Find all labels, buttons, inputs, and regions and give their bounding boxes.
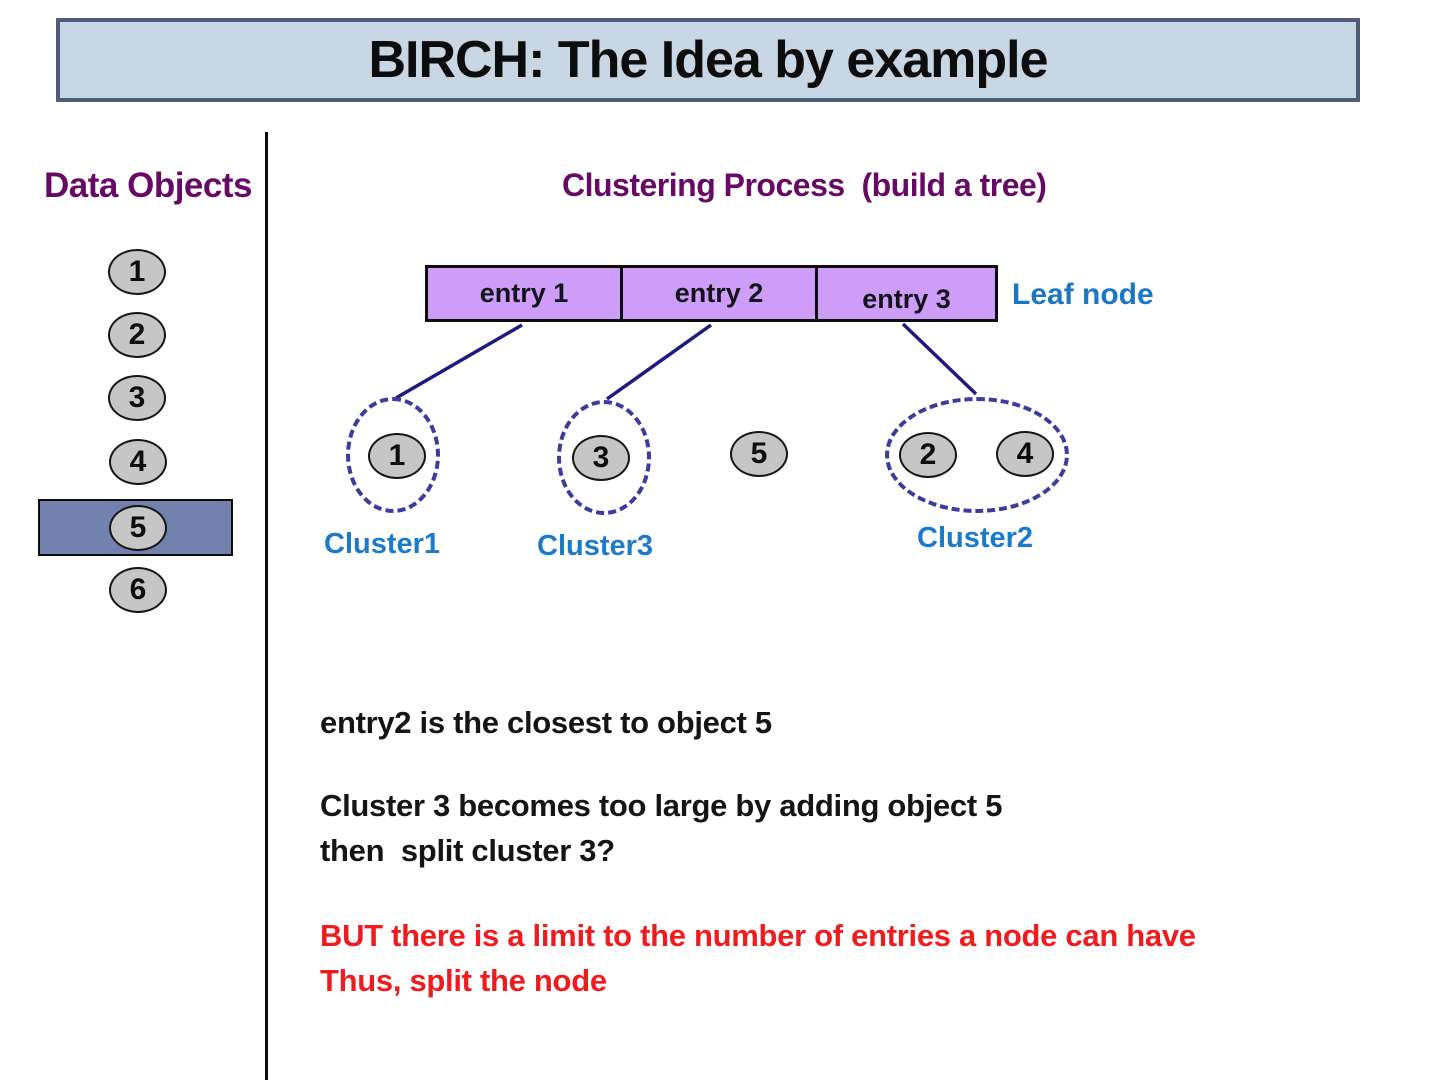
note-node-limit-warning: BUT there is a limit to the number of en… [320,913,1196,1003]
leaf-entry-1-label: entry 1 [479,278,569,308]
cluster2-label: Cluster2 [917,522,1034,554]
leaf-node-label: Leaf node [1012,278,1154,311]
title-box: BIRCH: The Idea by example [56,18,1360,102]
unclustered-object-5-label: 5 [750,437,768,470]
data-object-4: 4 [109,439,167,485]
data-object-3: 3 [108,375,166,421]
warning-line2: Thus, split the node [320,963,607,998]
data-object-1-label: 1 [128,255,146,288]
cluster2-object-4-label: 4 [1016,437,1034,470]
cluster1-ellipse [346,397,440,513]
note-cluster3-too-large: Cluster 3 becomes too large by adding ob… [320,783,1002,873]
clustering-process-heading: Clustering Process (build a tree) [562,167,1047,203]
data-object-1: 1 [108,249,166,295]
cluster1-object-1-label: 1 [388,439,406,472]
note-cluster3-line1: Cluster 3 becomes too large by adding ob… [320,788,1003,823]
data-object-2: 2 [108,312,166,358]
data-object-5-label: 5 [129,511,147,544]
note-entry2-closest: entry2 is the closest to object 5 [320,705,772,740]
cluster2-ellipse [885,397,1069,513]
data-object-4-label: 4 [129,445,147,478]
leaf-entry-2-label: entry 2 [674,278,764,308]
connector-entry3-cluster2 [901,322,978,396]
cluster2-object-2-label: 2 [919,438,937,471]
leaf-entry-3-label: entry 3 [862,284,951,314]
note-cluster3-line2: then split cluster 3? [320,833,615,868]
cluster2-object-2: 2 [899,432,957,478]
unclustered-object-5: 5 [730,431,788,477]
data-object-6: 6 [109,567,167,613]
cluster3-ellipse [557,400,651,515]
vertical-divider [265,132,268,1080]
slide-title: BIRCH: The Idea by example [368,31,1048,89]
cluster3-label: Cluster3 [537,530,654,562]
cluster3-object-3-label: 3 [592,441,610,474]
leaf-entry-3: entry 3 [815,268,995,319]
data-object-2-label: 2 [128,318,146,351]
data-objects-heading: Data Objects [44,166,252,205]
data-object-3-label: 3 [128,381,146,414]
connector-entry2-cluster3 [605,323,713,401]
cluster1-object-1: 1 [368,433,426,479]
cluster1-label: Cluster1 [324,528,441,560]
cluster3-object-3: 3 [572,435,630,481]
cluster2-object-4: 4 [996,431,1054,477]
connector-entry1-cluster1 [395,323,523,400]
leaf-node-box: entry 1 entry 2 entry 3 [425,265,998,322]
data-object-5: 5 [109,505,167,551]
leaf-entry-1: entry 1 [428,268,620,319]
warning-line1: BUT there is a limit to the number of en… [320,918,1196,953]
leaf-entry-2: entry 2 [620,268,815,319]
data-object-6-label: 6 [129,573,147,606]
